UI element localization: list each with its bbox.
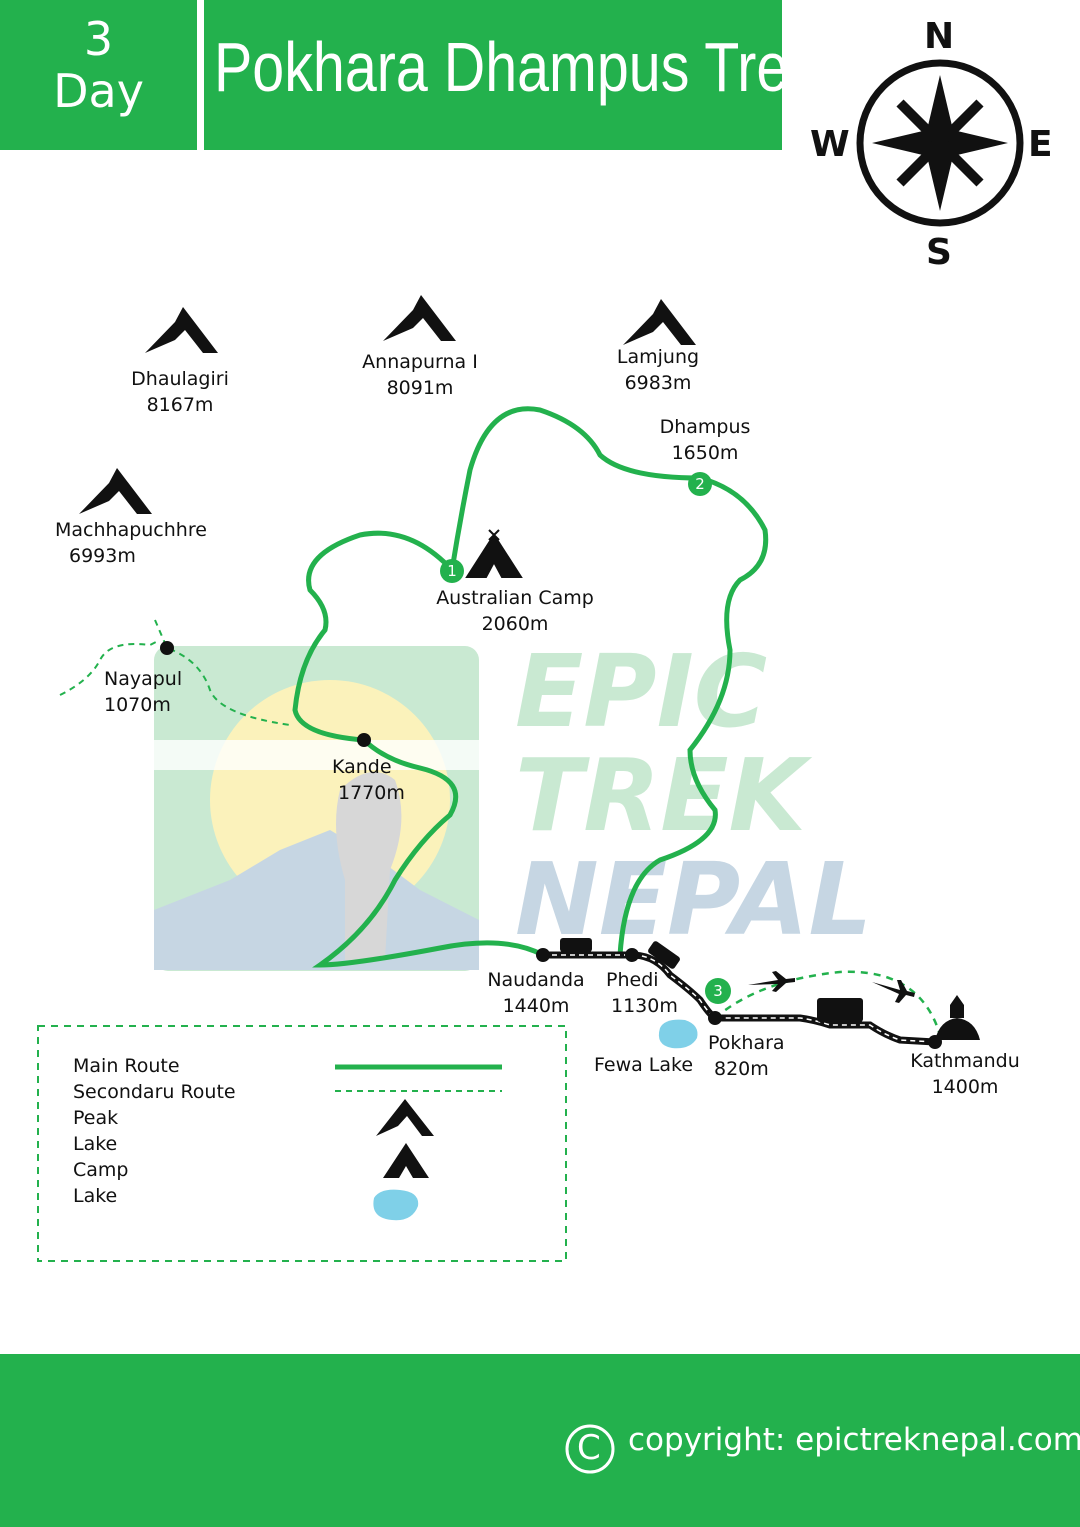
peak-icon-machhapuchhre xyxy=(79,468,152,514)
legend-item-secondary-route: Secondaru Route xyxy=(73,1081,236,1103)
legend-lake-icon xyxy=(373,1189,419,1221)
day-number: 3 xyxy=(83,12,114,66)
jeep-icon-1 xyxy=(560,938,592,952)
legend-item-peak: Peak xyxy=(73,1107,119,1129)
peak-icon-dhaulagiri xyxy=(145,307,218,353)
day-badge: 3 Day xyxy=(0,0,197,150)
watermark-text: EPIC TREK NEPAL xyxy=(515,633,873,958)
legend-camp-icon xyxy=(383,1143,429,1178)
phedi-dot xyxy=(625,948,639,962)
jeep-icon-2 xyxy=(648,941,680,969)
compass-s: S xyxy=(926,232,952,273)
road xyxy=(543,951,936,1046)
pokhara-dot xyxy=(708,1011,722,1025)
bus-icon xyxy=(817,998,863,1022)
copyright-symbol: C xyxy=(577,1428,601,1468)
secondary-route-flight xyxy=(714,970,942,1036)
compass-e: E xyxy=(1028,124,1053,165)
naudanda-dot xyxy=(536,948,550,962)
compass-w: W xyxy=(810,124,850,165)
fewa-lake-icon xyxy=(658,1019,698,1049)
copyright-text: copyright: epictreknepal.com xyxy=(628,1422,1080,1458)
copyright-icon xyxy=(565,1424,615,1474)
legend-item-camp: Camp xyxy=(73,1159,129,1181)
legend-item-lake-2: Lake xyxy=(73,1185,118,1207)
day-marker-1 xyxy=(440,559,464,583)
secondary-route-nayapul xyxy=(59,619,291,726)
plane-icon-1 xyxy=(748,971,795,992)
legend-item-main-route: Main Route xyxy=(73,1055,180,1077)
title-banner: Pokhara Dhampus Trek xyxy=(204,0,817,150)
legend-item-lake: Lake xyxy=(73,1133,118,1155)
legend-box xyxy=(37,1025,567,1262)
compass-n: N xyxy=(924,16,955,57)
peak-icons xyxy=(79,295,980,1040)
compass-icon xyxy=(856,59,1024,227)
day-marker-2-label: 2 xyxy=(695,475,705,493)
legend-peak-icon xyxy=(376,1099,434,1136)
day-marker-2 xyxy=(688,472,712,496)
peak-icon-annapurna xyxy=(383,295,456,341)
day-marker-3-label: 3 xyxy=(713,982,723,1000)
place-label-fewa-lake: Fewa Lake xyxy=(594,1054,694,1076)
footer-bar xyxy=(0,1354,1080,1527)
kande-dot xyxy=(357,733,371,747)
nayapul-dot xyxy=(160,641,174,655)
day-marker-3 xyxy=(705,978,731,1004)
peak-icon-lamjung xyxy=(623,299,696,345)
camp-icon-australian xyxy=(465,529,523,578)
day-marker-1-label: 1 xyxy=(447,562,457,580)
stupa-icon-kathmandu xyxy=(935,995,980,1040)
day-label: Day xyxy=(53,64,144,118)
plane-icon-2 xyxy=(872,980,915,1003)
